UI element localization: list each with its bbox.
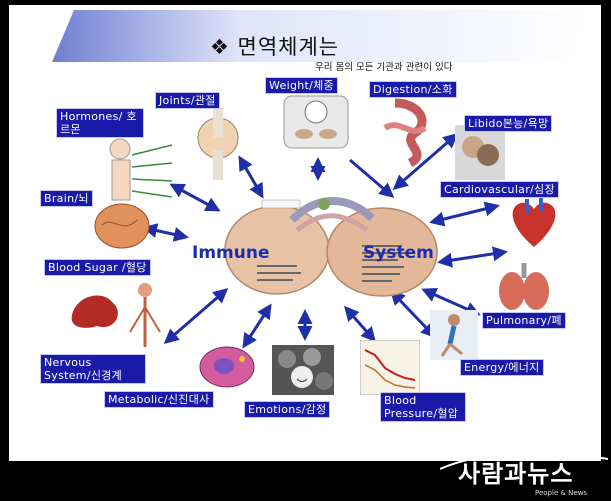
red-organ-image — [71, 295, 118, 328]
label-brain: Brain/뇌 — [40, 190, 93, 207]
lungs-image — [499, 263, 549, 310]
label-weight: Weight/체중 — [265, 77, 338, 94]
runner-image — [430, 310, 478, 360]
cell-image — [199, 346, 255, 388]
label-blood-pressure: Blood Pressure/혈압 — [380, 392, 466, 422]
brain-image — [94, 203, 150, 249]
immune-system-illustration — [224, 197, 438, 297]
label-metabolic: Metabolic/신진대사 — [104, 391, 214, 408]
label-hormones: Hormones/ 호르몬 — [56, 108, 144, 138]
news-logo-tagline: People & News — [535, 489, 588, 497]
news-logo-swoosh — [440, 455, 609, 470]
nervous-system-image — [129, 283, 161, 347]
label-pulmonary: Pulmonary/폐 — [482, 312, 566, 329]
digestive-organs-image — [383, 98, 427, 168]
label-emotions: Emotions/감정 — [244, 401, 331, 418]
label-digestion: Digestion/소화 — [369, 81, 457, 98]
label-joints: Joints/관절 — [155, 92, 220, 109]
label-cardiovascular: Cardiovascular/심장 — [440, 181, 559, 198]
blood-pressure-chart-image — [360, 340, 420, 395]
label-nervous-system: Nervous System/신경계 — [40, 354, 146, 384]
title-banner — [52, 10, 587, 62]
label-energy: Energy/에너지 — [460, 359, 544, 376]
label-libido: Libido본능/욕망 — [464, 115, 553, 132]
news-logo: 사람과뉴스 — [458, 460, 574, 488]
emotions-image — [272, 345, 334, 395]
joint-image — [197, 108, 239, 180]
immune-word: Immune — [192, 243, 270, 263]
couple-photo — [455, 125, 505, 180]
hormone-glands-image — [109, 138, 173, 201]
scale-image — [283, 95, 349, 149]
heart-image — [512, 197, 556, 247]
page-subtitle: 우리 몸의 모든 기관과 관련이 있다 — [315, 62, 453, 73]
system-word: System — [363, 243, 434, 263]
label-blood-sugar: Blood Sugar /혈당 — [44, 259, 151, 276]
page-title: ❖ 면역체계는 — [210, 35, 340, 59]
